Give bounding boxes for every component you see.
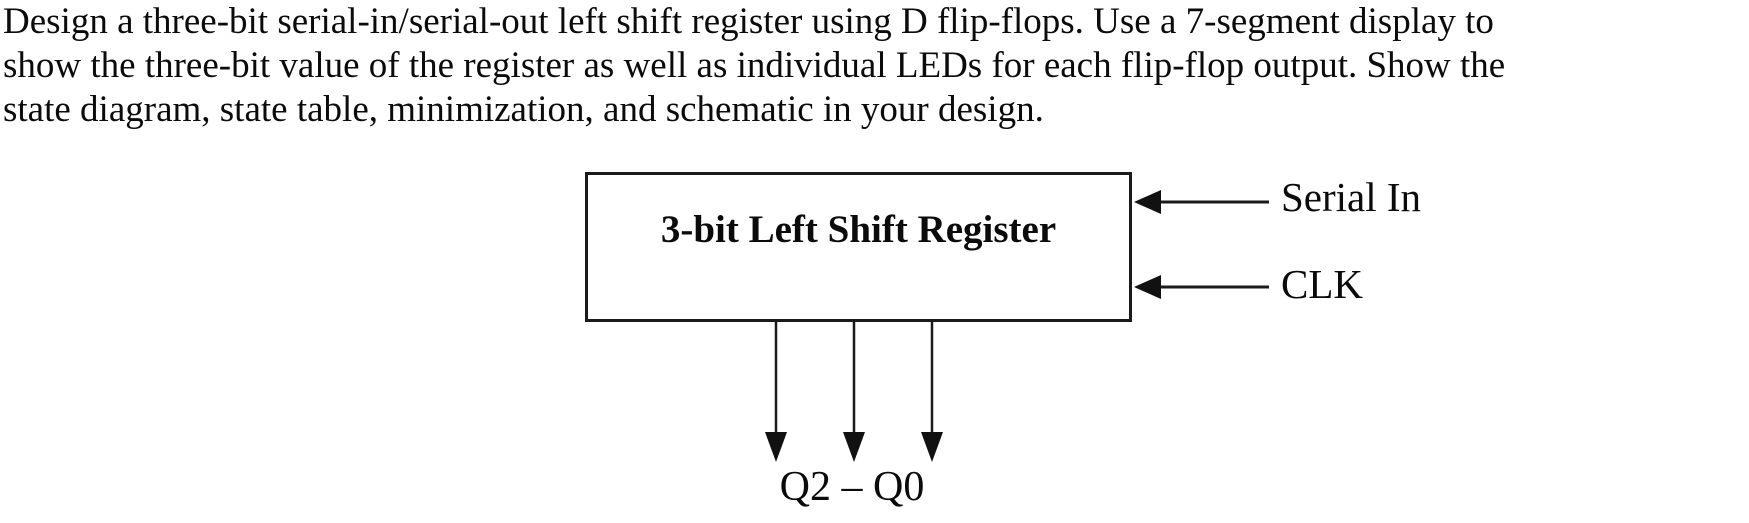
- arrowhead-down-icon: [765, 432, 787, 462]
- arrowhead-down-icon: [921, 432, 943, 462]
- q1-output-arrow: [843, 322, 865, 462]
- arrowhead-down-icon: [843, 432, 865, 462]
- serial-in-arrow: [1134, 190, 1269, 214]
- clk-arrow: [1134, 275, 1269, 299]
- q2-output-arrow: [765, 322, 787, 462]
- arrowhead-left-icon: [1134, 275, 1161, 299]
- q-output-range-label: Q2 – Q0: [779, 464, 925, 510]
- problem-line: state diagram, state table, minimization…: [3, 89, 1044, 130]
- register-box-label: 3-bit Left Shift Register: [660, 208, 1057, 251]
- q0-output-arrow: [921, 322, 943, 462]
- register-box: [585, 172, 1132, 322]
- clk-label: CLK: [1281, 261, 1363, 307]
- problem-line: show the three-bit value of the register…: [3, 45, 1506, 86]
- serial-in-label: Serial In: [1281, 174, 1422, 220]
- problem-statement: Design a three-bit serial-in/serial-out …: [3, 0, 1749, 132]
- problem-line: Design a three-bit serial-in/serial-out …: [3, 1, 1494, 42]
- arrowhead-left-icon: [1134, 190, 1161, 214]
